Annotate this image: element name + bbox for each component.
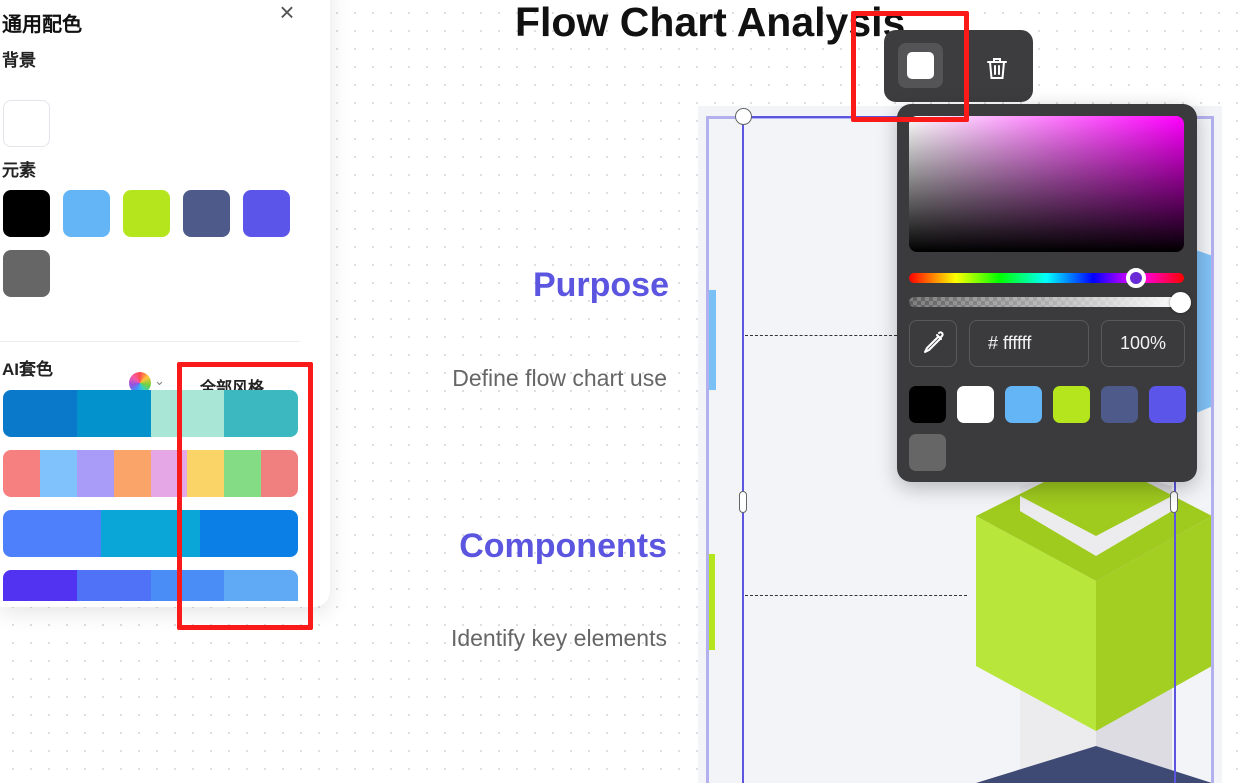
- annotation-box: [851, 11, 969, 122]
- isometric-pillar-graphic: [706, 246, 1213, 783]
- palette-color-segment: [76, 570, 151, 601]
- resize-handle-right[interactable]: [1170, 491, 1178, 513]
- palette-color-segment: [150, 570, 225, 601]
- section-heading[interactable]: Purpose: [532, 266, 669, 304]
- color-wheel-icon[interactable]: [129, 372, 151, 394]
- palette-color-segment: [3, 450, 40, 497]
- saturation-value-area[interactable]: [909, 116, 1184, 252]
- background-label: 背景: [2, 51, 36, 70]
- green-cube-top: [976, 456, 1212, 581]
- palette-color-segment: [39, 450, 77, 497]
- connector-line: [745, 595, 967, 596]
- elements-label: 元素: [2, 161, 36, 180]
- opacity-slider-thumb[interactable]: [1170, 292, 1191, 313]
- section-heading[interactable]: Components: [459, 527, 667, 565]
- color-scheme-panel: [0, 0, 330, 607]
- palette-color-segment: [101, 510, 200, 557]
- fill-color-swatch: [907, 52, 934, 79]
- ai-palette-option[interactable]: [3, 570, 298, 601]
- hue-slider-thumb[interactable]: [1126, 268, 1146, 288]
- palette-color-segment: [261, 450, 298, 497]
- element-color-swatch[interactable]: [243, 190, 290, 237]
- element-color-swatch[interactable]: [63, 190, 110, 237]
- opacity-slider[interactable]: [909, 297, 1184, 307]
- dark-base: [976, 746, 1212, 783]
- ai-palette-option[interactable]: [3, 510, 298, 557]
- palette-color-segment: [187, 450, 225, 497]
- left-accent-green: [706, 554, 715, 650]
- element-color-swatch[interactable]: [183, 190, 230, 237]
- preset-color-swatch[interactable]: [1053, 386, 1090, 423]
- hex-input[interactable]: # ffffff: [969, 320, 1089, 367]
- divider: [0, 341, 300, 342]
- eyedropper-icon: [924, 331, 944, 353]
- palette-color-segment: [150, 390, 225, 437]
- element-color-swatch[interactable]: [3, 190, 50, 237]
- connector-line: [745, 335, 897, 336]
- palette-color-segment: [3, 570, 77, 601]
- eyedropper-button[interactable]: [909, 320, 957, 367]
- palette-color-segment: [224, 390, 298, 437]
- palette-color-segment: [76, 390, 151, 437]
- ai-palette-label: AI套色: [2, 360, 53, 379]
- section-description[interactable]: Define flow chart use: [452, 365, 667, 391]
- green-cube-right: [1096, 516, 1212, 731]
- annotation-box: [177, 362, 313, 630]
- palette-color-segment: [224, 570, 298, 601]
- palette-color-segment: [3, 510, 102, 557]
- chevron-down-icon[interactable]: ⌄: [154, 373, 165, 388]
- pillar-through-cube: [1020, 496, 1172, 556]
- trash-icon[interactable]: [983, 54, 1011, 82]
- slide-title[interactable]: Flow Chart Analysis: [515, 0, 906, 45]
- palette-color-segment: [76, 450, 114, 497]
- preset-color-swatch[interactable]: [1005, 386, 1042, 423]
- palette-color-segment: [199, 510, 298, 557]
- ai-palette-option[interactable]: [3, 390, 298, 437]
- resize-handle-left[interactable]: [739, 491, 747, 513]
- section-description[interactable]: Identify key elements: [450, 625, 667, 651]
- preset-color-swatch[interactable]: [1101, 386, 1138, 423]
- preset-color-swatch[interactable]: [957, 386, 994, 423]
- opacity-input[interactable]: 100%: [1101, 320, 1185, 367]
- preset-color-swatch[interactable]: [1149, 386, 1186, 423]
- background-swatch[interactable]: [3, 100, 50, 147]
- left-accent-blue: [706, 290, 716, 390]
- element-color-swatch[interactable]: [3, 250, 50, 297]
- green-cube-left: [976, 516, 1096, 731]
- rotate-handle[interactable]: [735, 108, 752, 125]
- palette-color-segment: [113, 450, 151, 497]
- close-icon[interactable]: ×: [279, 0, 295, 27]
- palette-color-segment: [3, 390, 77, 437]
- fill-color-button[interactable]: [898, 43, 943, 88]
- panel-title: 通用配色: [2, 14, 82, 36]
- hue-slider[interactable]: [909, 273, 1184, 283]
- element-color-swatch[interactable]: [123, 190, 170, 237]
- preset-color-swatch[interactable]: [909, 434, 946, 471]
- palette-color-segment: [224, 450, 262, 497]
- preset-color-swatch[interactable]: [909, 386, 946, 423]
